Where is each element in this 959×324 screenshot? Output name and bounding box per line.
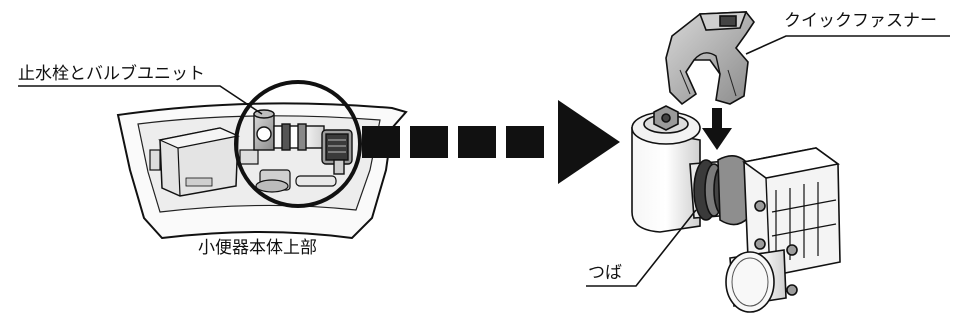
arrow-dash-1 xyxy=(362,126,400,158)
insert-arrow xyxy=(702,108,732,150)
highlight-circle xyxy=(234,80,362,208)
label-valve-unit: 止水栓とバルブユニット xyxy=(18,64,205,84)
arrow-dash-3 xyxy=(458,126,496,158)
arrow-dash-4 xyxy=(506,126,544,158)
valve-unit-illustration xyxy=(253,109,353,175)
outlet-pipe xyxy=(725,251,775,313)
urinal-top-illustration xyxy=(116,80,408,240)
label-flange: つば xyxy=(588,263,622,283)
flange-label-leader xyxy=(586,209,697,287)
internal-box xyxy=(158,127,240,197)
label-quick-fastener: クイックファスナー xyxy=(784,11,937,31)
arrow-head xyxy=(558,100,620,184)
direction-arrow xyxy=(362,100,620,184)
fastener-label-leader xyxy=(745,35,950,55)
elbow-body xyxy=(631,127,701,233)
quick-fastener-illustration xyxy=(665,11,755,106)
arrow-dash-2 xyxy=(410,126,448,158)
label-urinal-top: 小便器本体上部 xyxy=(198,238,317,258)
basin-fittings xyxy=(149,149,337,193)
valve-label-leader xyxy=(18,85,263,115)
valve-fitting-illustration xyxy=(631,105,841,313)
valve-block-screws xyxy=(754,200,798,296)
